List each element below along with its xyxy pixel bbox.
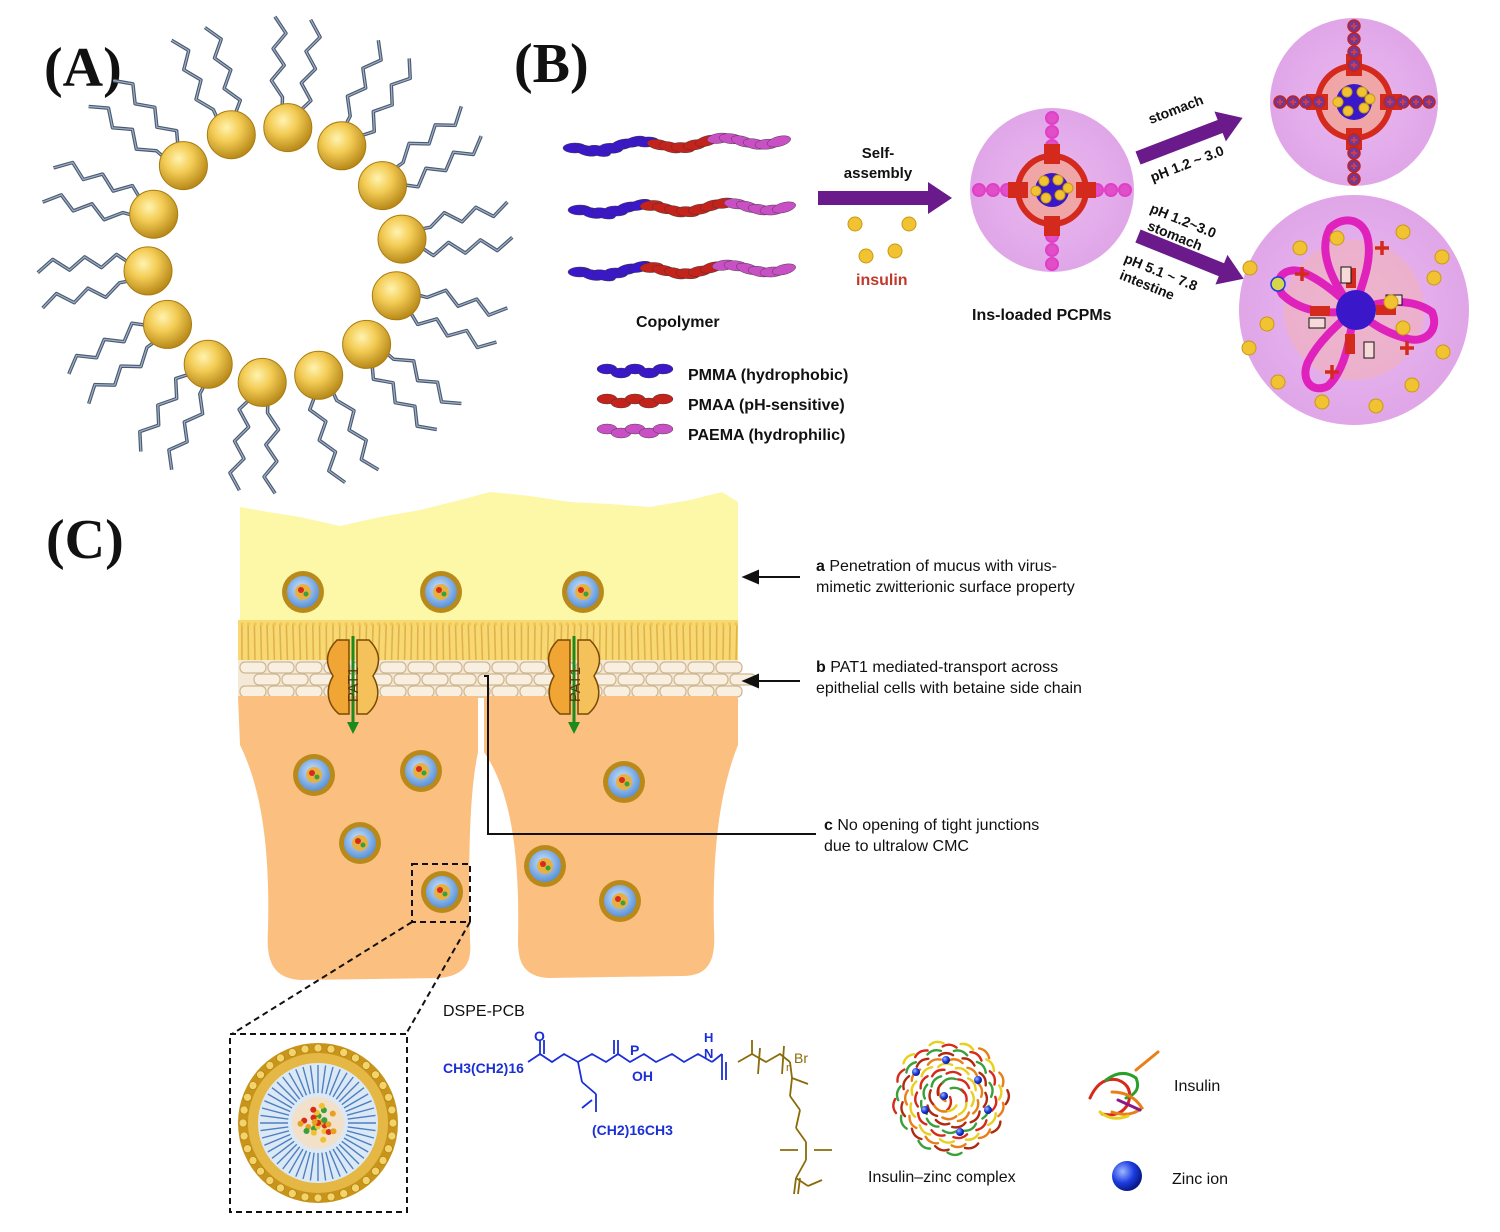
panel-label-c: (C) bbox=[46, 509, 124, 571]
enlarged-nanoparticle bbox=[238, 1043, 398, 1203]
legend-pmma: PMMA (hydrophobic) bbox=[688, 367, 849, 384]
legend-chains bbox=[596, 363, 674, 439]
annotation-c: c No opening of tight junctions due to u… bbox=[824, 815, 1039, 857]
intestine-micelle bbox=[1239, 195, 1469, 425]
insulin-zinc-complex-graphic bbox=[892, 1040, 1011, 1157]
annotation-a-line-2: mimetic zwitterionic surface property bbox=[816, 579, 1075, 596]
self-assembly-arrow bbox=[818, 182, 952, 214]
panel-label-b: (B) bbox=[514, 33, 589, 95]
stomach-micelle bbox=[1270, 18, 1438, 186]
copolymer-label: Copolymer bbox=[636, 314, 720, 331]
zinc-ion-graphic bbox=[1112, 1161, 1142, 1191]
annotation-b-letter: b bbox=[816, 659, 826, 676]
lipid-heads bbox=[123, 103, 427, 407]
annotation-arrows bbox=[741, 569, 800, 689]
legend-pmaa: PMAA (pH-sensitive) bbox=[688, 397, 845, 414]
pat1-label-right: PAT1 bbox=[567, 666, 585, 703]
annotation-c-letter: c bbox=[824, 817, 833, 834]
chem-nitrogen: N bbox=[704, 1046, 714, 1061]
chem-bottom-chain: (CH2)16CH3 bbox=[592, 1122, 673, 1138]
annotation-b-line-2: epithelial cells with betaine side chain bbox=[816, 680, 1082, 697]
lipid-tails bbox=[36, 15, 514, 495]
zoom-box bbox=[229, 863, 471, 1213]
chem-oxygen: O bbox=[534, 1028, 545, 1044]
epithelial-band bbox=[238, 660, 757, 698]
insulin-graphic bbox=[1088, 1050, 1160, 1120]
legend-paema: PAEMA (hydrophilic) bbox=[688, 427, 846, 444]
ins-loaded-micelle bbox=[970, 108, 1134, 272]
self-assembly-line-1: Self- bbox=[861, 145, 895, 162]
nanoparticles bbox=[282, 571, 645, 922]
annotation-c-line-2: due to ultralow CMC bbox=[824, 838, 969, 855]
chem-phosphorus: P bbox=[630, 1042, 640, 1058]
annotation-b-line-1: PAT1 mediated-transport across bbox=[830, 659, 1059, 676]
pat1-transporter-left bbox=[326, 636, 380, 734]
chem-hydroxyl: OH bbox=[632, 1068, 653, 1084]
insulin-graphic-label: Insulin bbox=[1174, 1078, 1221, 1095]
ins-loaded-label: Ins-loaded PCPMs bbox=[972, 307, 1112, 324]
chem-left-chain: CH3(CH2)16 bbox=[443, 1060, 524, 1076]
insulin-dots bbox=[847, 216, 917, 264]
annotation-b: b PAT1 mediated-transport across epithel… bbox=[816, 657, 1082, 699]
chem-bromine: Br bbox=[794, 1050, 808, 1066]
annotation-c-line-1: No opening of tight junctions bbox=[837, 817, 1040, 834]
mucus-layer bbox=[240, 492, 738, 630]
annotation-a: a Penetration of mucus with virus- mimet… bbox=[816, 556, 1075, 598]
dspe-pcb-structure bbox=[527, 1040, 832, 1195]
intestine-arrow bbox=[1135, 229, 1244, 285]
chem-hydrogen: H bbox=[704, 1030, 714, 1045]
pat1-transporter-right bbox=[547, 636, 601, 734]
pat1-label-left: PAT1 bbox=[345, 666, 363, 703]
annotation-a-letter: a bbox=[816, 558, 825, 575]
copolymer-chains bbox=[562, 132, 796, 282]
dspe-pcb-label: DSPE-PCB bbox=[443, 1003, 525, 1020]
panel-label-a: (A) bbox=[44, 37, 122, 99]
tight-junction-pointer bbox=[484, 675, 816, 835]
insulin-label: insulin bbox=[856, 272, 908, 289]
zinc-ion-label: Zinc ion bbox=[1172, 1171, 1229, 1188]
cell-body-right bbox=[484, 696, 738, 978]
stomach-arrow bbox=[1135, 111, 1243, 165]
self-assembly-label: Self- assembly bbox=[838, 144, 918, 184]
chem-n-subscript: n bbox=[786, 1062, 793, 1074]
self-assembly-line-2: assembly bbox=[843, 165, 913, 182]
annotation-a-line-1: Penetration of mucus with virus- bbox=[829, 558, 1058, 575]
insulin-zinc-label: Insulin–zinc complex bbox=[868, 1169, 1016, 1186]
